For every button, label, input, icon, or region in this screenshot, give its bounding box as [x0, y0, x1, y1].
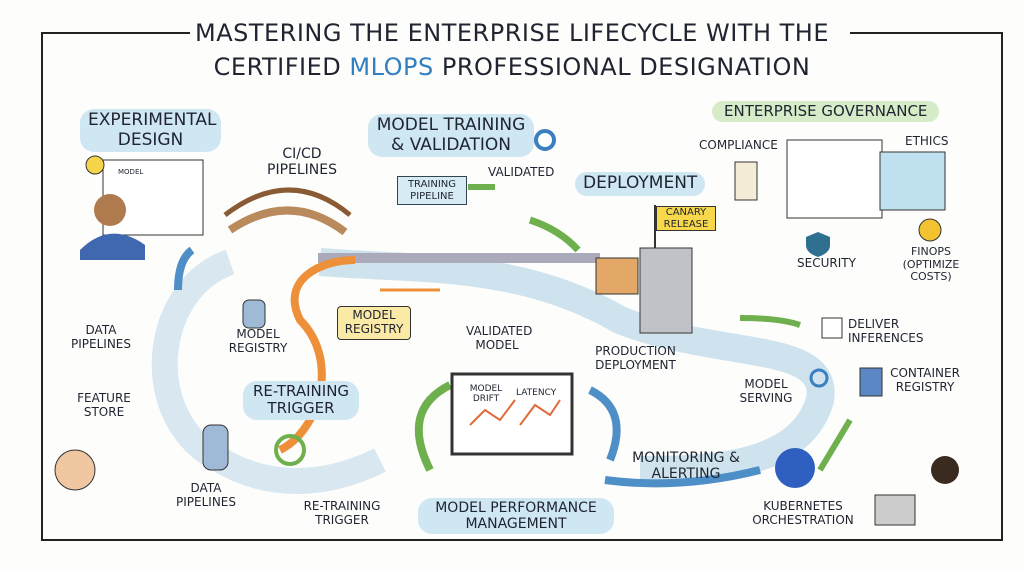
bridge-deck: [227, 206, 348, 236]
container-icon: [859, 367, 883, 397]
label-model-drift: MODEL DRIFT: [469, 384, 503, 405]
title-pre: CERTIFIED: [213, 53, 342, 81]
dashboard-screen: [786, 139, 883, 219]
title-post: PROFESSIONAL DESIGNATION: [441, 53, 811, 81]
arrow-blue: [604, 466, 761, 488]
label-validated: VALIDATED: [488, 165, 555, 179]
data-loop: [151, 249, 386, 494]
server-icon: [639, 247, 693, 334]
label-deliver-inferences: DELIVER INFERENCES: [848, 317, 924, 345]
label-data-pipelines-top: DATA PIPELINES: [71, 323, 131, 351]
label-latency: LATENCY: [516, 388, 557, 398]
person-head: [931, 456, 959, 484]
kubernetes-icon: [775, 448, 815, 488]
title-line-1: MASTERING THE ENTERPRISE LIFECYCLE WITH …: [194, 19, 830, 47]
arrow-green: [817, 418, 853, 472]
page-title: MASTERING THE ENTERPRISE LIFECYCLE WITH …: [0, 16, 1024, 84]
label-training-pipeline: TRAINING PIPELINE: [397, 176, 467, 205]
label-model-serving: MODEL SERVING: [739, 377, 793, 405]
label-security: SECURITY: [797, 256, 856, 270]
title-line-2: CERTIFIED MLOPS PROFESSIONAL DESIGNATION: [0, 50, 1024, 84]
person-head: [54, 449, 96, 491]
label-model-registry: MODEL REGISTRY: [228, 327, 288, 355]
label-deployment: DEPLOYMENT: [575, 172, 706, 196]
coin-icon: [918, 218, 942, 242]
label-kubernetes-orchestration: KUBERNETES ORCHESTRATION: [752, 499, 854, 527]
label-retraining-trigger: RE-TRAINING TRIGGER: [243, 381, 359, 420]
label-monitoring-alerting: MONITORING & ALERTING: [632, 450, 740, 483]
arrow-green: [414, 381, 452, 472]
label-model-performance-management: MODEL PERFORMANCE MANAGEMENT: [418, 498, 614, 535]
bridge-rail: [223, 187, 352, 217]
label-data-pipelines-bottom: DATA PIPELINES: [176, 481, 236, 509]
label-retraining-trigger-small: RE-TRAINING TRIGGER: [303, 499, 381, 527]
person-body: [80, 233, 145, 260]
arrow-orange: [278, 256, 356, 454]
model-registry-box: MODEL REGISTRY: [337, 306, 411, 340]
arrow-blue: [174, 246, 195, 291]
monitor-charts: [469, 399, 561, 426]
box-icon: [595, 257, 639, 295]
monitor: [450, 372, 574, 456]
shield-icon: [806, 232, 830, 257]
arrow-green: [739, 315, 801, 328]
laptop-icon: [874, 494, 916, 526]
clipboard-icon: [734, 161, 758, 201]
label-validated-model: VALIDATED MODEL: [466, 324, 533, 352]
label-model-whiteboard: MODEL: [118, 168, 144, 176]
gear-icon: [809, 368, 829, 388]
label-production-deployment: PRODUCTION DEPLOYMENT: [595, 344, 676, 372]
frame-border: [41, 32, 1003, 541]
chart-icon: [821, 317, 843, 339]
world-map: [879, 151, 946, 211]
label-feature-store: FEATURE STORE: [77, 391, 131, 419]
pipeline-road: [318, 248, 835, 484]
label-ethics: ETHICS: [905, 134, 949, 148]
arrow-blue: [588, 386, 621, 462]
gear-icon: [534, 129, 556, 151]
database-icon: [202, 424, 229, 471]
label-experimental-design: EXPERIMENTAL DESIGN: [80, 109, 221, 153]
label-model-training-validation: MODEL TRAINING & VALIDATION: [368, 114, 534, 158]
person-head: [94, 194, 126, 226]
database-icon: [242, 299, 266, 329]
label-enterprise-governance: ENTERPRISE GOVERNANCE: [712, 101, 940, 123]
label-compliance: COMPLIANCE: [699, 138, 778, 152]
arrow-green: [528, 216, 581, 253]
canary-release-flag: CANARY RELEASE: [656, 206, 716, 231]
label-container-registry: CONTAINER REGISTRY: [890, 366, 960, 394]
title-accent: MLOPS: [349, 53, 434, 81]
lightbulb-icon: [85, 155, 105, 175]
label-cicd-pipelines: CI/CD PIPELINES: [267, 146, 337, 179]
label-finops: FINOPS (OPTIMIZE COSTS): [902, 245, 960, 284]
refresh-icon: [274, 434, 306, 466]
